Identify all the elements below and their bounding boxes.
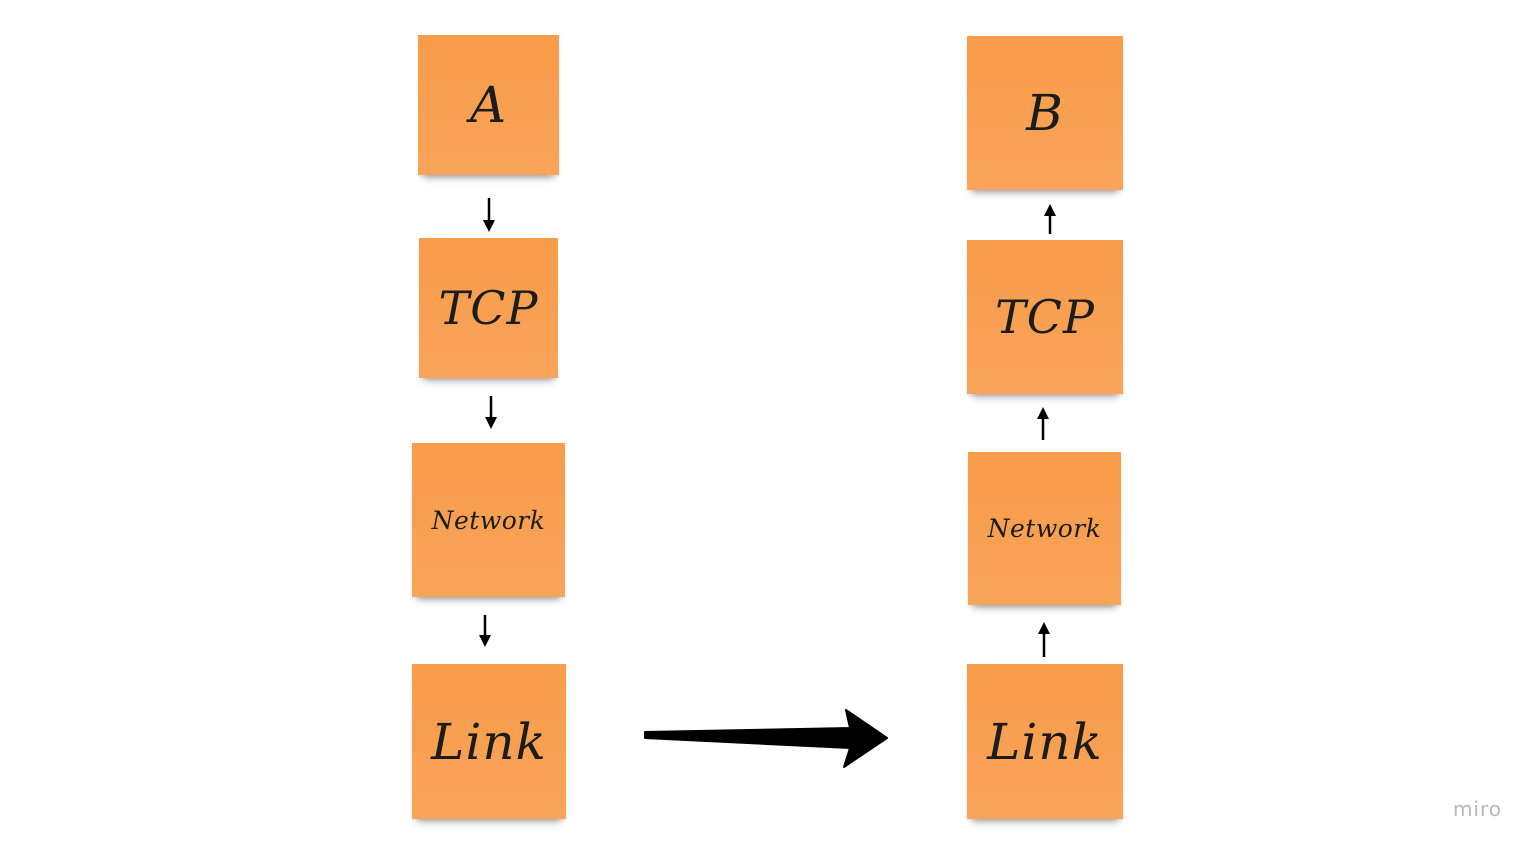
arrow-up-tcp-to-b[interactable] — [1044, 204, 1056, 234]
sticky-note-host-b[interactable]: B — [967, 36, 1123, 190]
arrow-down-tcp-to-network[interactable] — [485, 396, 497, 429]
sticky-note-network-left[interactable]: Network — [412, 443, 565, 597]
sticky-note-label: A — [469, 76, 508, 134]
sticky-note-label: TCP — [438, 281, 539, 335]
miro-logo: miro — [1452, 797, 1502, 821]
sticky-note-host-a[interactable]: A — [418, 35, 559, 175]
arrow-up-network-to-tcp[interactable] — [1037, 407, 1049, 440]
sticky-note-label: Link — [431, 712, 547, 771]
arrow-down-a-to-tcp[interactable] — [483, 198, 495, 232]
sticky-note-link-left[interactable]: Link — [412, 664, 566, 819]
arrow-right-link-to-link[interactable] — [644, 709, 888, 768]
sticky-note-label: Network — [987, 514, 1102, 543]
sticky-note-label: Network — [431, 505, 546, 535]
sticky-note-label: TCP — [995, 290, 1095, 344]
sticky-note-network-right[interactable]: Network — [968, 452, 1121, 605]
arrow-up-link-to-network[interactable] — [1038, 622, 1050, 657]
sticky-note-label: Link — [987, 712, 1103, 771]
arrow-down-network-to-link[interactable] — [479, 615, 491, 647]
sticky-note-link-right[interactable]: Link — [967, 664, 1123, 819]
sticky-note-tcp-right[interactable]: TCP — [967, 240, 1123, 394]
sticky-note-tcp-left[interactable]: TCP — [419, 238, 558, 378]
sticky-note-label: B — [1026, 84, 1064, 142]
